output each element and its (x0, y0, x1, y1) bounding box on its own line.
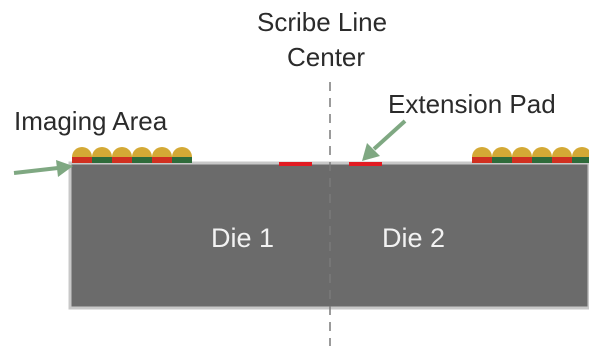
die-2-label: Die 2 (382, 223, 446, 253)
microlens (152, 147, 172, 157)
microlens (512, 147, 532, 157)
color-filter-array-left (72, 157, 192, 163)
imaging-area-label: Imaging Area (14, 106, 168, 136)
color-filter-red (72, 157, 92, 163)
microlens (132, 147, 152, 157)
microlens (572, 147, 589, 157)
extension-pad-arrow (362, 119, 407, 161)
color-filter-red (552, 157, 572, 163)
color-filter-red (472, 157, 492, 163)
die-1-label: Die 1 (211, 223, 275, 253)
microlens (492, 147, 512, 157)
microlens (92, 147, 112, 157)
color-filter-green (132, 157, 152, 163)
microlens (552, 147, 572, 157)
color-filter-red (152, 157, 172, 163)
color-filter-green (572, 157, 589, 163)
color-filter-green (532, 157, 552, 163)
microlens (472, 147, 492, 157)
color-filter-green (172, 157, 192, 163)
scribe-line-title: Scribe Line (257, 7, 388, 37)
color-filter-green (92, 157, 112, 163)
extension-pad-right (349, 162, 382, 166)
microlens (112, 147, 132, 157)
microlens (532, 147, 552, 157)
imaging-area-right (472, 147, 589, 163)
scribe-line-subtitle: Center (287, 42, 366, 72)
extension-pad-left (279, 162, 312, 166)
microlens (172, 147, 192, 157)
color-filter-array-right (472, 157, 589, 163)
microlens (72, 147, 92, 157)
color-filter-red (112, 157, 132, 163)
extension-pad-label: Extension Pad (388, 89, 556, 119)
color-filter-red (512, 157, 532, 163)
imaging-area-left (72, 147, 192, 163)
imaging-area-arrow (13, 160, 73, 177)
color-filter-green (492, 157, 512, 163)
microlens-array-left (72, 147, 192, 157)
microlens-array-right (472, 147, 589, 157)
die-substrate (68, 161, 589, 310)
